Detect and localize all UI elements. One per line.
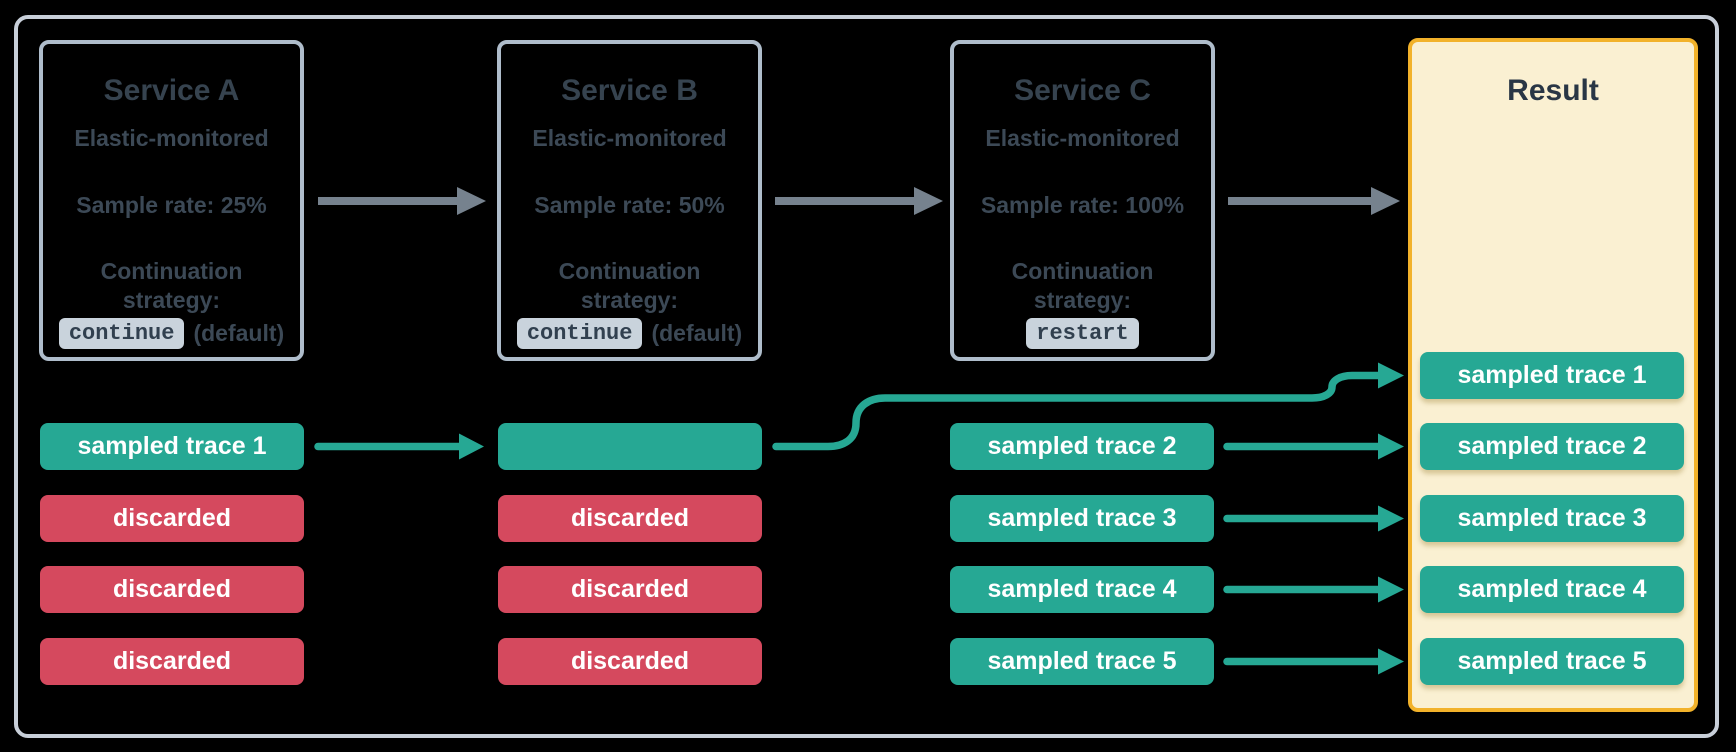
service-b-discarded-chip: discarded [498, 495, 762, 542]
service-c-trace-chip: sampled trace 4 [950, 566, 1214, 613]
service-b-title: Service B [561, 74, 698, 107]
continuation-label-line2: strategy: [1033, 287, 1132, 313]
result-title: Result [1507, 74, 1599, 107]
result-trace-chip: sampled trace 2 [1420, 423, 1684, 470]
service-a-monitoring-label: Elastic-monitored [74, 125, 269, 151]
result-trace-chip: sampled trace 5 [1420, 638, 1684, 685]
continuation-label-line2: strategy: [580, 287, 679, 313]
service-a-continuation-strategy: Continuation strategy: continue (default… [43, 257, 300, 349]
flow-arrow-b-to-c-icon [775, 187, 943, 215]
service-a-box: Service A Elastic-monitored Sample rate:… [39, 40, 304, 361]
service-b-trace-chip-unlabeled [498, 423, 762, 470]
service-b-continuation-strategy: Continuation strategy: continue (default… [501, 257, 758, 349]
trace-arrow-c-to-result-1-icon [1223, 433, 1404, 460]
service-a-title: Service A [103, 74, 240, 107]
service-c-title: Service C [1014, 74, 1151, 107]
service-c-trace-chip: sampled trace 3 [950, 495, 1214, 542]
strategy-default-note: (default) [651, 320, 743, 346]
result-trace-chip: sampled trace 1 [1420, 352, 1684, 399]
service-c-trace-chip: sampled trace 5 [950, 638, 1214, 685]
service-c-monitoring-label: Elastic-monitored [985, 125, 1180, 151]
service-a-discarded-chip: discarded [40, 638, 304, 685]
continuation-label-line2: strategy: [122, 287, 221, 313]
service-b-monitoring-label: Elastic-monitored [532, 125, 727, 151]
strategy-default-note: (default) [193, 320, 285, 346]
service-c-trace-chip: sampled trace 2 [950, 423, 1214, 470]
flow-arrow-c-to-result-icon [1228, 187, 1400, 215]
continuation-label-line1: Continuation [100, 258, 243, 284]
service-c-box: Service C Elastic-monitored Sample rate:… [950, 40, 1215, 361]
service-a-trace-chip: sampled trace 1 [40, 423, 304, 470]
service-b-box: Service B Elastic-monitored Sample rate:… [497, 40, 762, 361]
service-b-discarded-chip: discarded [498, 566, 762, 613]
result-trace-chip: sampled trace 3 [1420, 495, 1684, 542]
trace-arrow-c-to-result-4-icon [1223, 648, 1404, 675]
service-b-discarded-chip: discarded [498, 638, 762, 685]
trace-arrow-c-to-result-3-icon [1223, 576, 1404, 603]
service-a-discarded-chip: discarded [40, 495, 304, 542]
service-a-sample-rate: Sample rate: 25% [76, 192, 267, 218]
trace-arrow-a-to-b-icon [314, 433, 484, 460]
continuation-label-line1: Continuation [1011, 258, 1154, 284]
trace-arrow-restart-curve-icon [772, 362, 1404, 451]
service-a-discarded-chip: discarded [40, 566, 304, 613]
continuation-label-line1: Continuation [558, 258, 701, 284]
strategy-code-chip: continue [58, 318, 185, 349]
strategy-code-chip: continue [516, 318, 643, 349]
trace-arrow-c-to-result-2-icon [1223, 505, 1404, 532]
service-c-continuation-strategy: Continuation strategy: restart [954, 257, 1211, 349]
flow-arrow-a-to-b-icon [318, 187, 486, 215]
diagram-outer-frame [14, 15, 1719, 738]
result-trace-chip: sampled trace 4 [1420, 566, 1684, 613]
strategy-code-chip: restart [1026, 318, 1139, 349]
service-c-sample-rate: Sample rate: 100% [980, 192, 1185, 218]
service-b-sample-rate: Sample rate: 50% [534, 192, 725, 218]
